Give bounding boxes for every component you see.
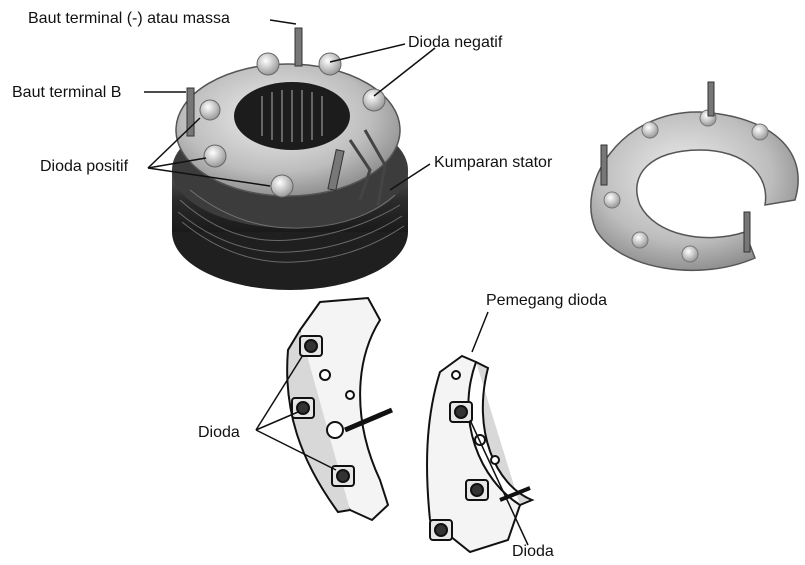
sep-bolt-3 bbox=[744, 212, 750, 252]
label-diode-right: Dioda bbox=[512, 543, 554, 561]
diode-holder-left bbox=[287, 298, 392, 520]
leader-holder bbox=[472, 312, 488, 352]
diode-pos-1 bbox=[204, 145, 226, 167]
diode-pos-3 bbox=[200, 100, 220, 120]
stator-assembly bbox=[172, 28, 408, 290]
label-negative-diode: Dioda negatif bbox=[408, 34, 502, 52]
sep-diode-3 bbox=[752, 124, 768, 140]
diode-holder-right bbox=[427, 356, 532, 552]
diode-neg-3 bbox=[363, 89, 385, 111]
sep-diode-4 bbox=[604, 192, 620, 208]
label-b-terminal-bolt: Baut terminal B bbox=[12, 84, 121, 102]
sep-bolt-1 bbox=[708, 82, 714, 116]
label-diode-left: Dioda bbox=[198, 424, 240, 442]
leader-ground-bolt bbox=[270, 20, 296, 24]
rectifier-plate-separate bbox=[591, 82, 798, 270]
label-positive-diode: Dioda positif bbox=[40, 158, 128, 176]
label-diode-holder: Pemegang dioda bbox=[486, 292, 607, 310]
stator-core-slots bbox=[262, 90, 322, 142]
diode-neg-1 bbox=[257, 53, 279, 75]
leader-neg-1 bbox=[330, 44, 405, 62]
sep-bolt-2 bbox=[601, 145, 607, 185]
sep-diode-5 bbox=[632, 232, 648, 248]
label-ground-bolt: Baut terminal (-) atau massa bbox=[28, 10, 230, 28]
leader-neg-2 bbox=[374, 48, 435, 96]
sep-diode-1 bbox=[642, 122, 658, 138]
sep-diode-6 bbox=[682, 246, 698, 262]
diode-neg-2 bbox=[319, 53, 341, 75]
label-stator-coil: Kumparan stator bbox=[434, 154, 552, 172]
diode-pos-2 bbox=[271, 175, 293, 197]
ground-bolt bbox=[295, 28, 302, 66]
